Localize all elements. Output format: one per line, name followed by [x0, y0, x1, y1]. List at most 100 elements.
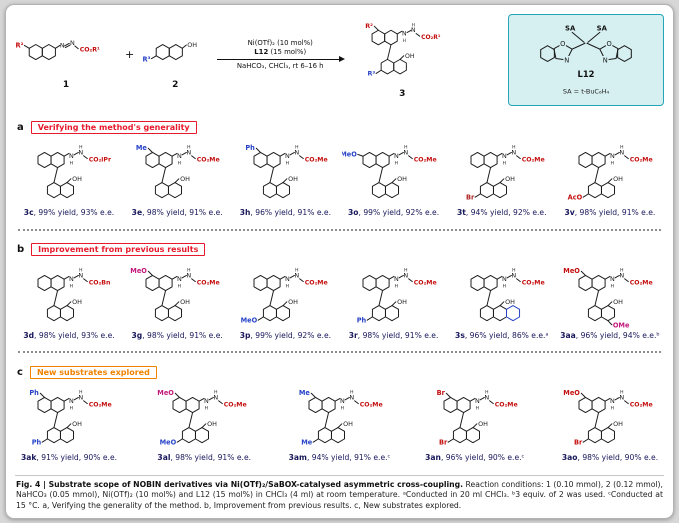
section-title: New substrates explored	[29, 365, 157, 379]
svg-text:O: O	[607, 40, 612, 48]
svg-text:OH: OH	[288, 175, 298, 183]
svg-text:N: N	[610, 397, 615, 405]
svg-text:MeO: MeO	[160, 439, 177, 447]
svg-text:N: N	[78, 393, 83, 401]
svg-text:CO₂Me: CO₂Me	[224, 402, 247, 409]
svg-text:H: H	[340, 406, 343, 412]
svg-text:Me: Me	[298, 389, 310, 397]
compound-label: 3o, 99% yield, 92% e.e.	[347, 208, 440, 218]
svg-text:N: N	[187, 271, 192, 279]
product-number: 3	[399, 88, 406, 99]
svg-text:OH: OH	[343, 420, 353, 428]
svg-text:N: N	[70, 38, 75, 46]
reaction-conditions: Ni(OTf)₂ (10 mol%) L12 (15 mol%) NaHCO₃,…	[215, 39, 346, 72]
svg-text:H: H	[512, 267, 515, 273]
svg-text:N: N	[285, 275, 290, 283]
svg-text:H: H	[512, 145, 515, 151]
svg-text:OH: OH	[505, 298, 515, 306]
svg-text:CO₂Me: CO₂Me	[305, 157, 328, 164]
svg-text:H: H	[350, 390, 353, 396]
svg-text:N: N	[177, 275, 182, 283]
svg-text:N: N	[187, 148, 192, 156]
svg-text:H: H	[70, 161, 73, 167]
svg-text:OH: OH	[180, 175, 190, 183]
svg-text:CO₂Me: CO₂Me	[495, 402, 518, 409]
svg-text:CO₂Me: CO₂Me	[413, 279, 436, 286]
svg-text:MeO: MeO	[241, 316, 258, 324]
svg-text:N: N	[349, 393, 354, 401]
svg-text:CO₂Bn: CO₂Bn	[89, 279, 111, 286]
section-separator	[18, 228, 661, 231]
svg-text:OH: OH	[478, 420, 488, 428]
svg-text:Ph: Ph	[246, 144, 256, 152]
compound-label: 3p, 99% yield, 92% e.e.	[239, 330, 332, 340]
compound-label: 3t, 94% yield, 92% e.e.	[456, 208, 547, 218]
svg-text:N: N	[610, 152, 615, 160]
svg-text:Br: Br	[574, 439, 583, 447]
condition-line-2: L12 (15 mol%)	[254, 47, 307, 56]
svg-text:N: N	[475, 397, 480, 405]
svg-text:N: N	[411, 27, 416, 34]
svg-text:OMe: OMe	[613, 321, 630, 329]
svg-text:H: H	[70, 406, 73, 412]
compound-label: 3c, 99% yield, 93% e.e.	[23, 208, 115, 218]
svg-text:CO₂Me: CO₂Me	[522, 157, 545, 164]
svg-text:H: H	[295, 145, 298, 151]
svg-text:H: H	[295, 267, 298, 273]
svg-text:OH: OH	[613, 420, 623, 428]
svg-text:O: O	[560, 40, 565, 48]
svg-text:CO₂Me: CO₂Me	[630, 279, 653, 286]
svg-text:H: H	[214, 390, 217, 396]
svg-text:CO₂R¹: CO₂R¹	[80, 46, 100, 53]
compound-label: 3am, 94% yield, 91% e.e.ᶜ	[288, 453, 391, 463]
svg-text:H: H	[394, 283, 397, 289]
svg-text:H: H	[187, 267, 190, 273]
svg-text:H: H	[485, 390, 488, 396]
svg-text:N: N	[403, 271, 408, 279]
svg-text:N: N	[69, 275, 74, 283]
svg-text:N: N	[177, 152, 182, 160]
compound-label: 3al, 98% yield, 91% e.e.	[157, 453, 252, 463]
svg-text:H: H	[404, 267, 407, 273]
compound-label: 3ao, 98% yield, 90% e.e.	[561, 453, 659, 463]
caption-title: Fig. 4 | Substrate scope of NOBIN deriva…	[16, 479, 464, 489]
svg-text:N: N	[394, 275, 399, 283]
svg-text:OH: OH	[613, 298, 623, 306]
svg-text:H: H	[187, 145, 190, 151]
svg-text:Ph: Ph	[29, 389, 39, 397]
svg-text:N: N	[78, 271, 83, 279]
svg-text:H: H	[394, 161, 397, 167]
svg-text:OH: OH	[405, 53, 415, 60]
svg-text:N: N	[402, 30, 407, 37]
svg-text:N: N	[511, 148, 516, 156]
svg-text:CO₂Me: CO₂Me	[197, 279, 220, 286]
svg-text:AcO: AcO	[568, 194, 583, 202]
svg-text:CO₂Me: CO₂Me	[89, 402, 112, 409]
svg-text:R²: R²	[365, 23, 373, 30]
svg-text:N: N	[78, 148, 83, 156]
